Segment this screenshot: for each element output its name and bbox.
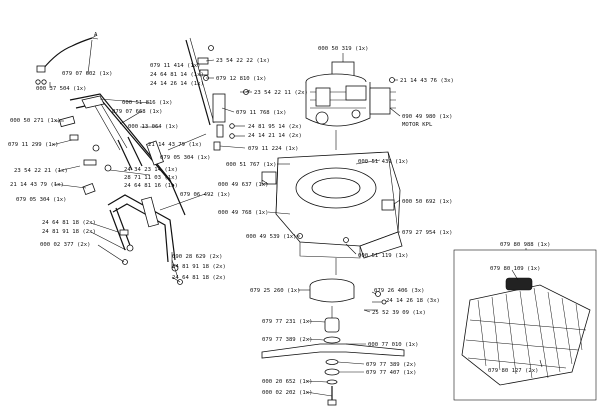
part-label: 21 14 43 79 (1x) (148, 142, 202, 148)
part-label: 000 50 271 (1x) (10, 118, 61, 124)
part-label: 079 06 492 (1x) (180, 192, 231, 198)
part-label: 079 05 304 (1x) (16, 197, 67, 203)
part-label: 000 51 119 (1x) (358, 253, 409, 259)
part-label: 079 80 988 (1x) (500, 242, 551, 248)
part-label: 28 71 11 03 (1x) (124, 175, 178, 181)
part-label: 079 11 768 (1x) (236, 110, 287, 116)
part-label: 000 51 767 (1x) (226, 162, 277, 168)
part-label: 23 54 22 11 (2x) (254, 90, 308, 96)
part-label: 000 49 539 (1x) (246, 234, 297, 240)
part-label: 000 02 202 (1x) (262, 390, 313, 396)
cable-part (35, 34, 99, 85)
part-label: 000 37 504 (1x) (36, 86, 87, 92)
upper-handle (58, 93, 186, 216)
part-label: 24 14 26 18 (3x) (386, 298, 440, 304)
part-label: 090 28 629 (2x) (172, 254, 223, 260)
part-label: 000 77 010 (1x) (368, 342, 419, 348)
part-label: 079 07 602 (1x) (62, 71, 113, 77)
part-label: 000 49 637 (1x) (218, 182, 269, 188)
motor-label: MOTOR KPL (402, 122, 433, 128)
part-label: 079 80 109 (1x) (490, 266, 541, 272)
part-label: 079 80 127 (2x) (488, 368, 539, 374)
leader-lines (49, 39, 543, 397)
mower-deck (261, 151, 403, 275)
part-label: 079 25 260 (1x) (250, 288, 301, 294)
part-label: 24 14 21 14 (2x) (248, 133, 302, 139)
part-label: 24 64 81 16 (1x) (124, 183, 178, 189)
part-label: 23 54 22 22 (1x) (216, 58, 270, 64)
part-label: 079 05 304 (1x) (160, 155, 211, 161)
part-label: 24 64 81 18 (2x) (172, 275, 226, 281)
part-label: 090 49 980 (1x) (402, 114, 453, 120)
control-lever-parts (185, 37, 252, 151)
part-number-labels: 079 07 602 (1x) 000 37 504 (1x) A 000 51… (8, 32, 551, 396)
part-label: 079 26 406 (3x) (374, 288, 425, 294)
part-label: 24 34 23 14 (1x) (124, 167, 178, 173)
part-label: 079 77 389 (2x) (366, 362, 417, 368)
part-label: 000 02 377 (2x) (40, 242, 91, 248)
part-label: 000 20 652 (1x) (262, 379, 313, 385)
part-label: 000 51 439 (1x) (358, 159, 409, 165)
part-label: 21 14 43 79 (1x) (10, 182, 64, 188)
part-label: 079 11 299 (1x) (8, 142, 59, 148)
part-label: 000 51 816 (1x) (122, 100, 173, 106)
part-label: 24 14 26 14 (1x) (150, 81, 204, 87)
part-label: 25 52 39 09 (1x) (372, 310, 426, 316)
part-label: 079 07 668 (1x) (112, 109, 163, 115)
lower-handle (107, 194, 183, 285)
engine (305, 61, 396, 150)
part-label: 24 81 95 14 (2x) (248, 124, 302, 130)
part-label: 000 13 064 (1x) (128, 124, 179, 130)
part-label: 000 50 319 (1x) (318, 46, 369, 52)
part-label: 24 81 91 18 (2x) (42, 229, 96, 235)
part-label: 21 14 43 76 (3x) (400, 78, 454, 84)
part-label: 24 64 81 18 (2x) (42, 220, 96, 226)
grass-bag-box (453, 249, 597, 401)
part-label: 24 64 81 14 (1x) (150, 72, 204, 78)
part-label: 079 11 414 (1x) (150, 63, 201, 69)
part-letter-a: A (94, 32, 98, 38)
part-label: 000 50 692 (1x) (402, 199, 453, 205)
part-label: 079 12 810 (1x) (216, 76, 267, 82)
part-label: 079 77 231 (1x) (262, 319, 313, 325)
part-label: 079 77 407 (1x) (366, 370, 417, 376)
part-label: 000 49 768 (1x) (218, 210, 269, 216)
part-label: 079 77 389 (2x) (262, 337, 313, 343)
part-label: 079 11 224 (1x) (248, 146, 299, 152)
blade-stack (261, 278, 405, 406)
part-label: 23 54 22 21 (1x) (14, 168, 68, 174)
part-label: 079 27 954 (1x) (402, 230, 453, 236)
part-label: 24 81 91 18 (2x) (172, 264, 226, 270)
